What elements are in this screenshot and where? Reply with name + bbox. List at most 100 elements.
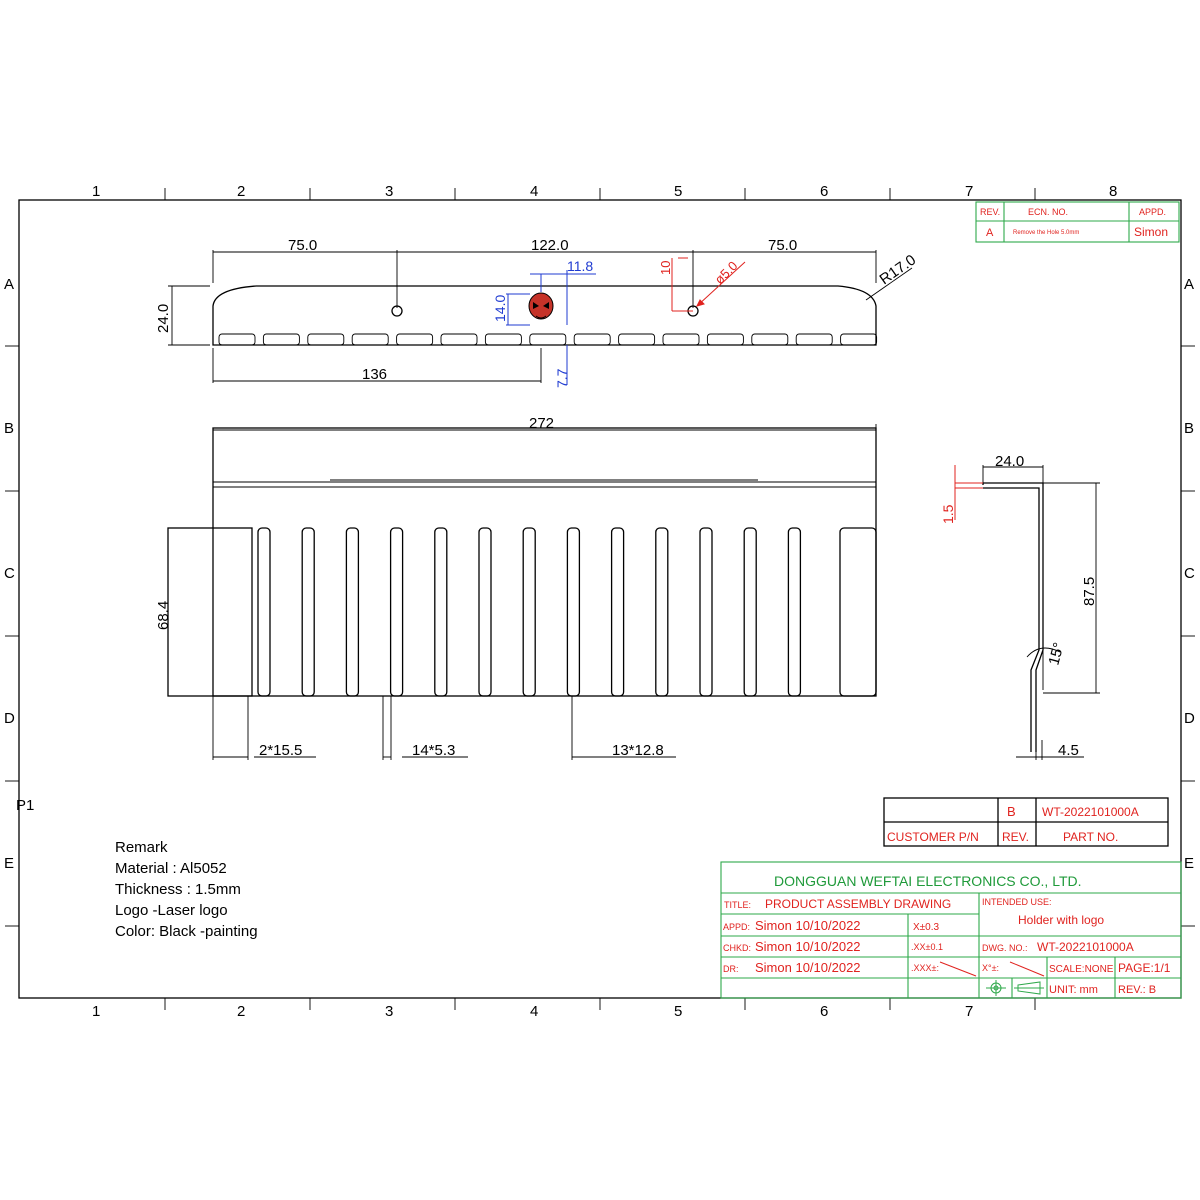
front-slot: [610, 527, 625, 697]
top-tooth: [840, 333, 878, 346]
sheet-marker: P1: [16, 797, 34, 814]
dim-right: 75.0: [768, 237, 797, 254]
revision-block: REV. ECN. NO. APPD. A Remove the Hole 5.…: [975, 201, 1180, 243]
remark-logo: Logo -Laser logo: [115, 902, 228, 919]
intended-label: INTENDED USE:: [982, 897, 1052, 907]
row-letter: B: [4, 420, 14, 437]
dim-radius: R17.0: [877, 251, 920, 288]
front-slot: [257, 527, 271, 697]
dim-hole-offset: 10: [658, 261, 673, 275]
row-letter: B: [1184, 420, 1194, 437]
dim-spacing-3: 13*12.8: [612, 742, 664, 759]
remark-block: Remark Material : Al5052 Thickness : 1.5…: [115, 839, 258, 940]
dr-value: Simon 10/10/2022: [755, 960, 861, 975]
logo-mark: [528, 292, 554, 320]
col-num: 4: [530, 183, 538, 200]
dim-side-foot: 4.5: [1058, 742, 1079, 759]
front-slot: [522, 527, 536, 697]
title-value: PRODUCT ASSEMBLY DRAWING: [765, 897, 951, 911]
col-num: 3: [385, 1003, 393, 1020]
col-num: 6: [820, 1003, 828, 1020]
rev-value: REV.: B: [1118, 984, 1156, 996]
col-num: 7: [965, 1003, 973, 1020]
dim-to-logo: 136: [362, 366, 387, 383]
dr-label: DR:: [723, 964, 739, 974]
dim-logo-w: 11.8: [567, 258, 593, 274]
appd-value: Simon 10/10/2022: [755, 918, 861, 933]
front-slot: [345, 527, 360, 697]
front-view-slots: [257, 527, 877, 697]
dim-hole-dia: ø5.0: [712, 258, 741, 287]
front-view: 272 68.4 2*15.5 14*5.3 13*12.8: [155, 415, 877, 760]
dim-left: 75.0: [288, 237, 317, 254]
front-slot: [743, 527, 757, 697]
row-letter: A: [4, 276, 14, 293]
chkd-value: Simon 10/10/2022: [755, 939, 861, 954]
rev-header: REV.: [980, 207, 1000, 217]
col-num: 2: [237, 1003, 245, 1020]
remark-thickness: Thickness : 1.5mm: [115, 881, 241, 898]
col-num: 2: [237, 183, 245, 200]
part-no-value: WT-2022101000A: [1042, 805, 1139, 819]
col-num: 1: [92, 1003, 100, 1020]
top-view: 75.0 122.0 75.0 24.0 R17.0 136 11.8 14.0…: [155, 237, 919, 388]
row-letter: E: [1184, 855, 1194, 872]
remark-title: Remark: [115, 839, 168, 856]
appd-label: APPD:: [723, 922, 750, 932]
row-letter: D: [4, 710, 15, 727]
top-tooth: [751, 333, 789, 346]
remark-color: Color: Black -painting: [115, 923, 258, 940]
part-number-block: B WT-2022101000A CUSTOMER P/N REV. PART …: [883, 797, 1169, 847]
dim-height: 24.0: [155, 304, 172, 333]
dim-front-height: 68.4: [155, 601, 172, 630]
part-rev-label: REV.: [1002, 830, 1029, 844]
row-letter: A: [1184, 276, 1194, 293]
col-num: 1: [92, 183, 100, 200]
part-no-label: PART NO.: [1063, 830, 1118, 844]
top-tooth: [706, 333, 744, 346]
tol-xxx: .XXX±:: [911, 963, 939, 973]
scale-value: SCALE:NONE: [1049, 964, 1114, 975]
front-slot: [839, 527, 877, 697]
top-view-teeth: [218, 333, 878, 346]
ecn-header: ECN. NO.: [1028, 207, 1068, 217]
row-letter: C: [4, 565, 15, 582]
row-letter: E: [4, 855, 14, 872]
column-numbers-top: 1 2 3 4 5 6 7 8: [92, 183, 1117, 200]
unit-value: UNIT: mm: [1049, 984, 1098, 996]
appd-header: APPD.: [1139, 207, 1166, 217]
dim-mid: 122.0: [531, 237, 569, 254]
ecn-value: Remove the Hole 5.0mm: [1013, 230, 1079, 236]
side-view-profile: [982, 482, 1044, 752]
dim-logo-bottom: 7.7: [554, 368, 570, 388]
col-num: 4: [530, 1003, 538, 1020]
row-letters: A B C D E A B C D E: [4, 276, 1195, 872]
front-slot: [389, 527, 404, 697]
col-num: 3: [385, 183, 393, 200]
appd-value: Simon: [1134, 225, 1168, 239]
top-tooth: [307, 333, 345, 346]
col-num: 5: [674, 183, 682, 200]
front-slot: [655, 527, 669, 697]
company-name: DONGGUAN WEFTAI ELECTRONICS CO., LTD.: [774, 873, 1082, 889]
row-letter: C: [1184, 565, 1195, 582]
part-rev-value: B: [1007, 804, 1016, 819]
dim-spacing-1: 2*15.5: [259, 742, 302, 759]
top-tooth: [396, 333, 434, 346]
tol-xx: .XX±0.1: [911, 942, 943, 952]
dim-side-top: 24.0: [995, 453, 1024, 470]
dim-spacing-2: 14*5.3: [412, 742, 455, 759]
projection-symbol-icon: [986, 980, 1044, 996]
frame-ticks: [5, 188, 1195, 1010]
dwg-no-label: DWG. NO.:: [982, 943, 1028, 953]
top-tooth: [484, 333, 522, 346]
col-num: 5: [674, 1003, 682, 1020]
column-numbers-bottom: 1 2 3 4 5 6 7: [92, 1003, 973, 1020]
dwg-no-value: WT-2022101000A: [1037, 940, 1134, 954]
col-num: 7: [965, 183, 973, 200]
customer-pn-label: CUSTOMER P/N: [887, 830, 979, 844]
top-tooth: [440, 333, 478, 346]
top-tooth: [618, 333, 656, 346]
row-letter: D: [1184, 710, 1195, 727]
top-tooth: [573, 333, 611, 346]
